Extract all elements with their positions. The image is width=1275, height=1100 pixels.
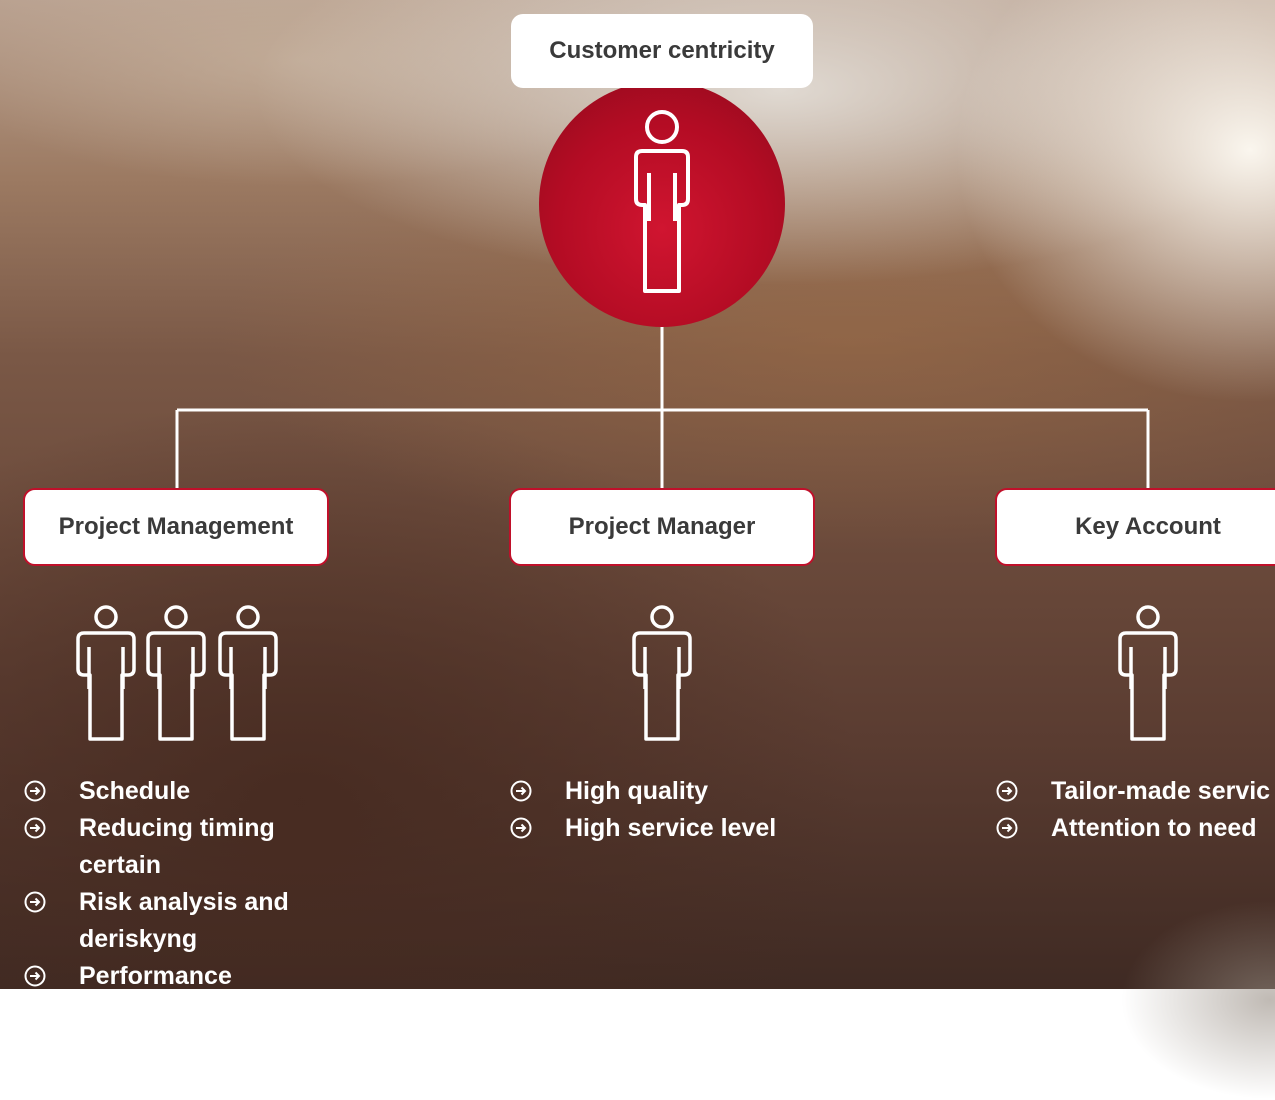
person-icon — [632, 605, 692, 741]
list-item-text: Performance — [79, 962, 232, 990]
person-icon — [76, 605, 136, 741]
person-icon — [218, 605, 278, 741]
list-item: Reducing timing certain — [24, 810, 324, 884]
customer-circle — [539, 81, 785, 327]
circle-arrow-right-icon — [510, 780, 532, 802]
list-item: Schedule — [24, 773, 324, 810]
circle-arrow-right-icon — [24, 817, 46, 839]
person-icon — [1118, 605, 1178, 741]
key-account-list: Tailor-made servic Attention to need — [996, 773, 1275, 847]
circle-arrow-right-icon — [24, 891, 46, 913]
person-icon — [146, 605, 206, 741]
project-manager-box: Project Manager — [509, 488, 815, 566]
project-manager-list: High quality High service level — [510, 773, 890, 847]
circle-arrow-right-icon — [24, 965, 46, 987]
circle-arrow-right-icon — [510, 817, 532, 839]
list-item: Risk analysis and deriskyng — [24, 884, 324, 958]
project-management-box: Project Management — [23, 488, 329, 566]
project-manager-label: Project Manager — [568, 513, 756, 540]
circle-arrow-right-icon — [24, 780, 46, 802]
customer-centricity-box: Customer centricity — [511, 14, 813, 88]
list-item-text: Risk analysis and deriskyng — [79, 888, 289, 953]
connector-lines — [0, 0, 1275, 989]
list-item: Attention to need — [996, 810, 1275, 847]
list-item: Tailor-made servic — [996, 773, 1275, 810]
list-item-text: High service level — [565, 814, 777, 842]
key-account-label: Key Account — [1075, 513, 1221, 540]
list-item: Performance — [24, 958, 324, 995]
list-item-text: High quality — [565, 777, 709, 805]
circle-arrow-right-icon — [996, 817, 1018, 839]
list-item-text: Attention to need — [1051, 814, 1257, 842]
key-account-box: Key Account — [995, 488, 1275, 566]
circle-arrow-right-icon — [996, 780, 1018, 802]
list-item-text: Schedule — [79, 777, 191, 805]
list-item-text: Reducing timing certain — [79, 814, 275, 879]
project-management-label: Project Management — [58, 513, 294, 540]
list-item: High service level — [510, 810, 890, 847]
list-item: High quality — [510, 773, 890, 810]
customer-centricity-label: Customer centricity — [549, 37, 775, 64]
person-icon — [634, 110, 690, 293]
project-management-list: Schedule Reducing timing certain Risk an… — [24, 773, 324, 995]
list-item-text: Tailor-made servic — [1051, 777, 1271, 805]
